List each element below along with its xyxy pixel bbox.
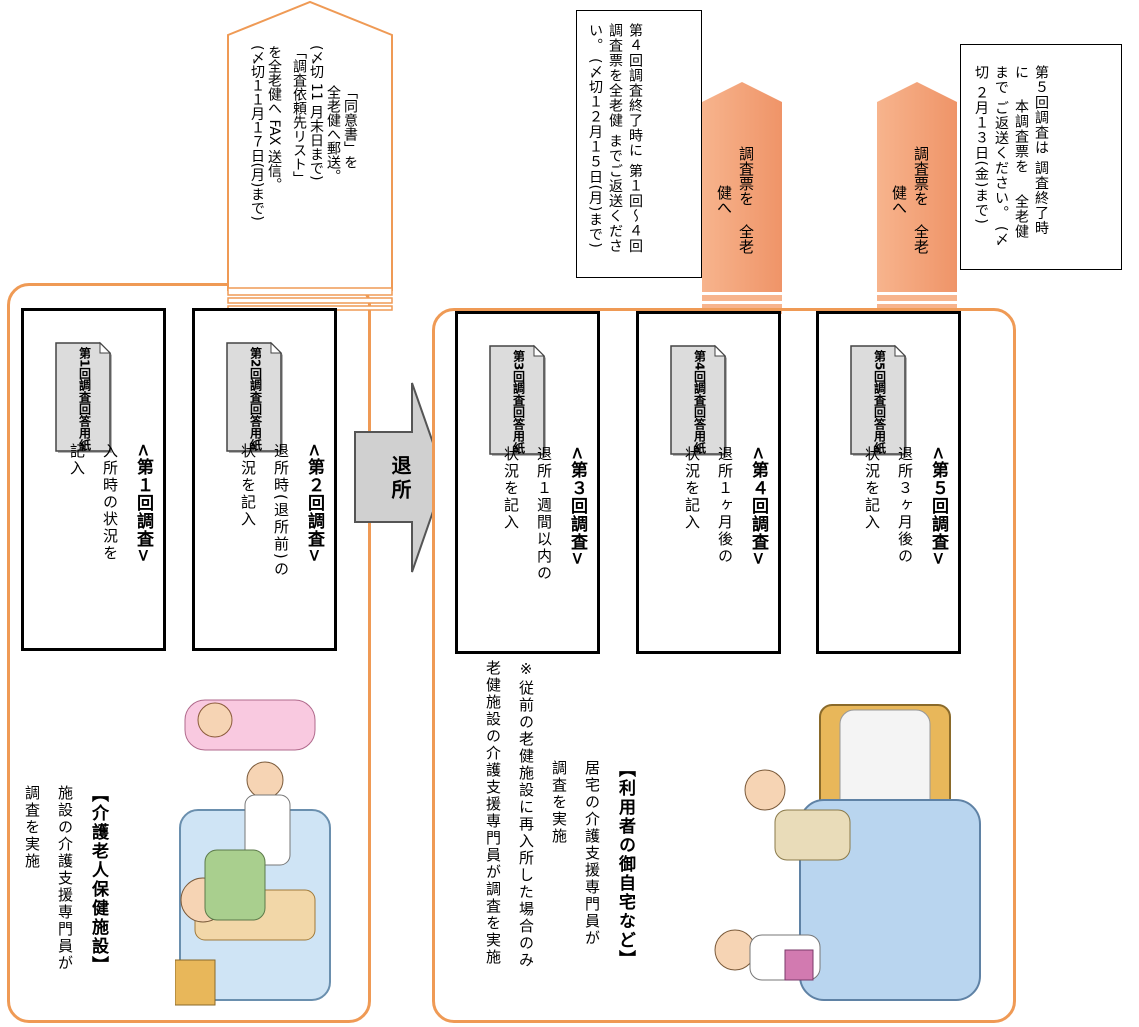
answer-sheet-icon bbox=[489, 344, 546, 456]
survey-box-5: 第5回 調査 回答用紙 <第５回調査> 退所３ヶ月後の 状況を記入 bbox=[816, 311, 961, 654]
facility-care-illustration bbox=[175, 699, 331, 1006]
note-line: 第５回調査は bbox=[1033, 65, 1049, 155]
answer-sheet-icon bbox=[850, 344, 907, 456]
survey-text: 記入 bbox=[68, 443, 86, 477]
note-line: 調査終了時に bbox=[1013, 65, 1049, 236]
answer-sheet-icon bbox=[226, 341, 283, 453]
survey-box-3: 第3回 調査 回答用紙 <第３回調査> 退所１週間以内の 状況を記入 bbox=[455, 311, 600, 654]
home-line: 調査を実施 bbox=[550, 760, 568, 845]
survey-box-2: 第2回 調査 回答用紙 <第２回調査> 退所時(退所前)の 状況を記入 bbox=[192, 308, 337, 651]
home-description: 【利用者の御自宅など】 居宅の介護支援専門員が 調査を実施 ※従前の老健施設に再… bbox=[476, 660, 641, 1005]
answer-sheet-icon bbox=[670, 344, 727, 456]
survey-heading: <第３回調査> bbox=[567, 446, 587, 567]
survey-text: 退所１週間以内の bbox=[535, 446, 553, 582]
upload-line: を全老健へ FAX 送信。 bbox=[266, 45, 282, 192]
upload-line: (〆切 11 月末日まで) bbox=[308, 45, 324, 181]
note-box-survey5: 第５回調査は 調査終了時に 本調査票を 全老健まで ご返送ください。 (〆切 ２… bbox=[960, 44, 1122, 270]
survey-heading: <第１回調査> bbox=[133, 443, 153, 564]
upload-arrow bbox=[227, 0, 393, 311]
survey-box-4: 第4回 調査 回答用紙 <第４回調査> 退所１ヶ月後の 状況を記入 bbox=[636, 311, 781, 654]
survey-text: 状況を記入 bbox=[683, 446, 701, 531]
survey-text: 状況を記入 bbox=[239, 443, 257, 528]
survey-heading: <第５回調査> bbox=[928, 446, 948, 567]
survey-text: 退所３ヶ月後の bbox=[896, 446, 914, 565]
facility-line: 調査を実施 bbox=[23, 785, 41, 870]
note-line: (〆切 ２月１３日(金)まで) bbox=[973, 65, 1009, 248]
facility-title: 【介護老人保健施設】 bbox=[88, 785, 108, 975]
survey-box-1: 第1回 調査 回答用紙 <第１回調査> 入所時の状況を 記入 bbox=[21, 308, 166, 651]
upload-arrow-text: 「同意書」を 全老健へ郵送。 (〆切 11 月末日まで) 「調査依頼先リスト」 … bbox=[248, 45, 388, 285]
survey-text: 入所時の状況を bbox=[101, 443, 119, 562]
note-box-survey4: 第４回調査終了時に 第１回～４回調査票を全老健 までご返送ください。 (〆切１２… bbox=[576, 10, 702, 278]
send-text: 全老健へ bbox=[890, 185, 930, 255]
survey-heading: <第４回調査> bbox=[748, 446, 768, 567]
send-arrow-2-label: 調査票を 全老健へ bbox=[888, 140, 932, 260]
upload-line: 「調査依頼先リスト」 bbox=[291, 45, 307, 185]
home-line: 老健施設の介護支援専門員が調査を実施 bbox=[484, 660, 502, 966]
note-line: ご返送ください。 bbox=[993, 100, 1009, 221]
survey-text: 退所時(退所前)の bbox=[272, 443, 290, 578]
home-line: 居宅の介護支援専門員が bbox=[583, 760, 601, 947]
note-line: (〆切１２月１５日(月)まで) bbox=[587, 58, 603, 250]
upload-line: 全老健へ郵送。 bbox=[325, 85, 341, 183]
answer-sheet-icon bbox=[55, 341, 112, 453]
survey-text: 状況を記入 bbox=[863, 446, 881, 531]
note-line: 第４回調査終了時に bbox=[627, 23, 643, 158]
upload-line: 「同意書」を bbox=[342, 85, 358, 169]
send-text: 調査票を bbox=[737, 145, 755, 206]
facility-description: 【介護老人保健施設】 施設の介護支援専門員が 調査を実施 bbox=[15, 785, 114, 1005]
facility-line: 施設の介護支援専門員が bbox=[56, 785, 74, 972]
note-line: までご返送ください。 bbox=[587, 23, 623, 254]
note-line: 全老健まで bbox=[993, 65, 1029, 239]
home-title: 【利用者の御自宅など】 bbox=[615, 760, 635, 969]
home-line: ※従前の老健施設に再入所した場合のみ bbox=[517, 660, 535, 969]
home-visit-illustration bbox=[714, 704, 981, 1001]
discharge-label: 退所 bbox=[388, 455, 412, 503]
send-text: 調査票を bbox=[912, 145, 930, 206]
survey-text: 状況を記入 bbox=[502, 446, 520, 531]
survey-heading: <第２回調査> bbox=[304, 443, 324, 564]
send-text: 全老健へ bbox=[715, 185, 755, 255]
survey-text: 退所１ヶ月後の bbox=[716, 446, 734, 565]
send-arrow-1-label: 調査票を 全老健へ bbox=[713, 140, 757, 260]
note-line: 第１回～４回調査票を全老健 bbox=[607, 23, 643, 254]
discharge-arrow bbox=[354, 382, 447, 573]
note-line: 本調査票を bbox=[1013, 99, 1029, 175]
upload-line: (〆切１１月１７日(月)まで) bbox=[249, 45, 265, 221]
